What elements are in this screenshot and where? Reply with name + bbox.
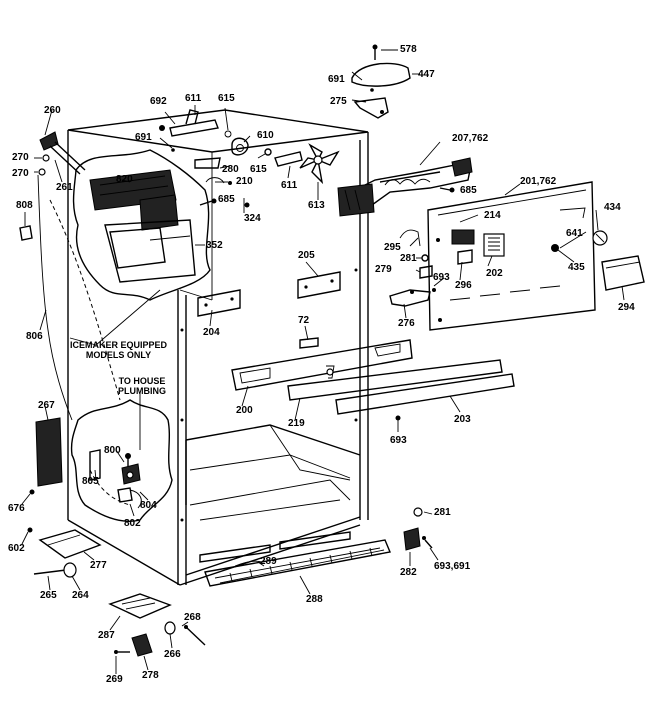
part-label-268: 268 [184,612,201,623]
part-label-204: 204 [203,327,220,338]
part-label-264: 264 [72,590,89,601]
part-label-201-762: 201,762 [520,176,557,187]
part-label-685: 685 [460,185,477,196]
part-label-289: 289 [260,556,277,567]
plumbing-note-line1: TO HOUSE [118,376,166,386]
fan-blade-613 [299,143,340,185]
part-label-692: 692 [150,96,167,107]
icemaker-cutaway [72,149,211,301]
part-label-447: 447 [418,69,435,80]
part-label-693: 693 [433,272,450,283]
part-label-602: 602 [8,543,25,554]
part-label-207-762: 207,762 [452,133,489,144]
part-label-578: 578 [400,44,417,55]
part-label-276: 276 [398,318,415,329]
part-label-615: 615 [250,164,267,175]
part-label-294: 294 [618,302,635,313]
part-label-806: 806 [26,331,43,342]
part-label-610: 610 [257,130,274,141]
part-label-820: 820 [116,174,133,185]
part-label-288: 288 [306,594,323,605]
part-label-691: 691 [135,132,152,143]
part-label-641: 641 [566,228,583,239]
part-label-615: 615 [218,93,235,104]
part-label-219: 219 [288,418,305,429]
part-label-808: 808 [16,200,33,211]
icemaker-note-line2: MODELS ONLY [85,350,152,360]
part-label-281: 281 [400,253,417,264]
part-label-279: 279 [375,264,392,275]
part-label-802: 802 [124,518,141,529]
icemaker-note-line1: ICEMAKER EQUIPPED [70,340,168,350]
part-label-691: 691 [328,74,345,85]
part-label-613: 613 [308,200,325,211]
part-label-685: 685 [218,194,235,205]
part-label-210: 210 [236,176,253,187]
part-label-278: 278 [142,670,159,681]
part-label-260: 260 [44,105,61,116]
part-label-434: 434 [604,202,621,213]
part-label-267: 267 [38,400,55,411]
plumbing-note: TO HOUSE PLUMBING [118,376,166,396]
part-label-277: 277 [90,560,107,571]
part-label-800: 800 [104,445,121,456]
part-label-280: 280 [222,164,239,175]
control-panel-201 [427,181,596,331]
part-label-805: 805 [82,476,99,487]
part-label-295: 295 [384,242,401,253]
part-label-324: 324 [244,213,261,224]
part-label-804: 804 [140,500,157,511]
part-label-676: 676 [8,503,25,514]
part-label-205: 205 [298,250,315,261]
part-label-266: 266 [164,649,181,660]
part-label-287: 287 [98,630,115,641]
part-label-281: 281 [434,507,451,518]
part-label-435: 435 [568,262,585,273]
part-label-275: 275 [330,96,347,107]
part-label-270: 270 [12,152,29,163]
part-label-270: 270 [12,168,29,179]
part-label-203: 203 [454,414,471,425]
part-label-611: 611 [185,93,202,104]
part-label-693: 693 [390,435,407,446]
leader-lines [21,71,625,674]
part-label-611: 611 [281,180,298,191]
part-label-72: 72 [298,315,310,326]
plumbing-note-line2: PLUMBING [118,386,166,396]
part-label-282: 282 [400,567,417,578]
part-label-269: 269 [106,674,123,685]
part-label-202: 202 [486,268,503,279]
part-label-693-691: 693,691 [434,561,471,572]
part-label-352: 352 [206,240,223,251]
part-label-261: 261 [56,182,73,193]
harness-207 [337,157,473,217]
part-label-265: 265 [40,590,57,601]
part-label-200: 200 [236,405,253,416]
plumbing-cutaway [70,399,173,522]
part-label-214: 214 [484,210,501,221]
icemaker-note: ICEMAKER EQUIPPED MODELS ONLY [70,340,167,360]
part-label-296: 296 [455,280,472,291]
